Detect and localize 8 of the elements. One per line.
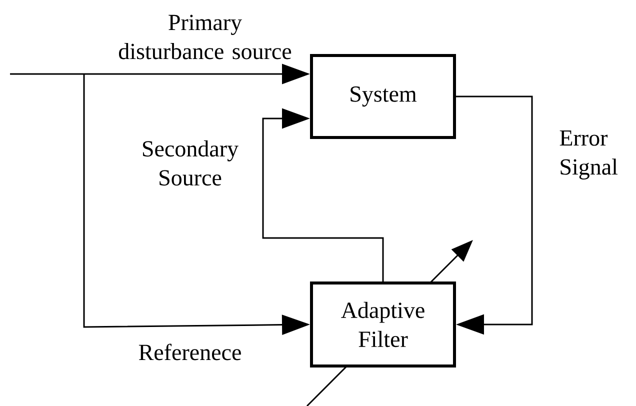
- edge-label: Error Signal: [560, 130, 618, 180]
- edge-label: Referenece: [138, 344, 241, 360]
- block-box: System: [310, 54, 456, 139]
- block-box: Adaptive Filter: [310, 281, 456, 368]
- arrow: [262, 108, 384, 282]
- arrow: [456, 96, 533, 335]
- edge-label: Secondary Source: [143, 140, 238, 186]
- edge-label: Primary disturbance source: [118, 14, 292, 60]
